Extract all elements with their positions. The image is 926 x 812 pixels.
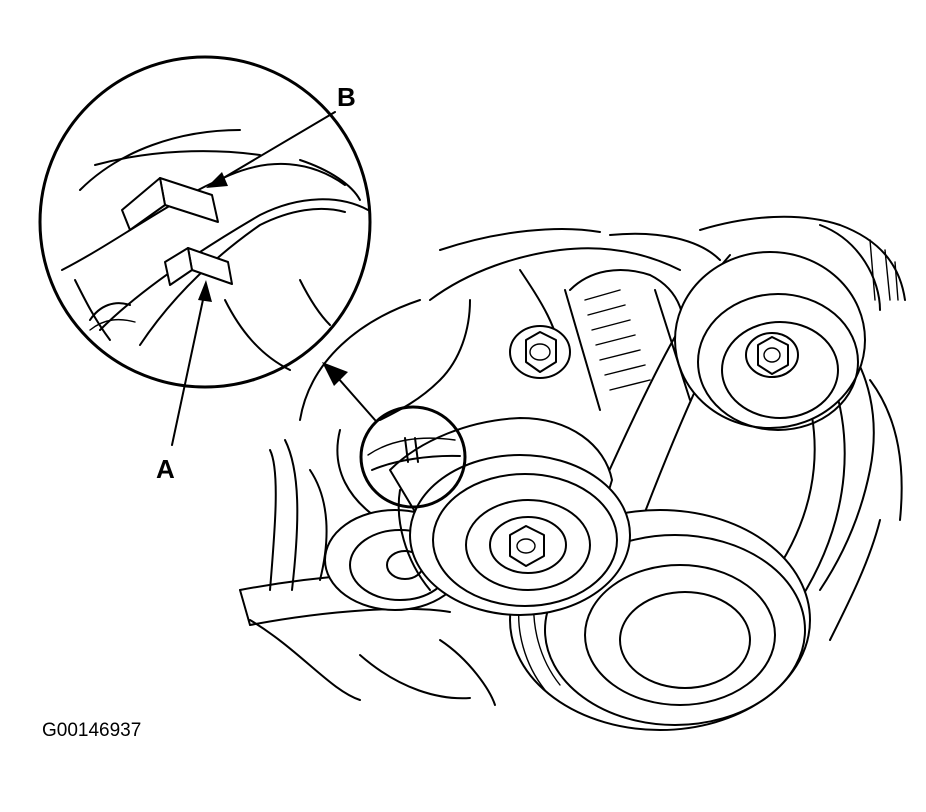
bracket-bolt — [509, 325, 571, 379]
figure-code: G00146937 — [42, 720, 141, 741]
magnify-arrow — [322, 362, 376, 421]
callout-a: A — [156, 280, 212, 484]
label-b: B — [337, 82, 356, 112]
callout-b: B — [206, 82, 356, 188]
upper-idler-pulley — [674, 251, 866, 431]
alternator — [564, 269, 691, 411]
label-a: A — [156, 454, 175, 484]
engine-block-outline — [249, 215, 906, 706]
tensioner-pulley — [389, 417, 631, 616]
detail-area-circle — [359, 405, 467, 509]
magnified-inset — [38, 55, 372, 389]
